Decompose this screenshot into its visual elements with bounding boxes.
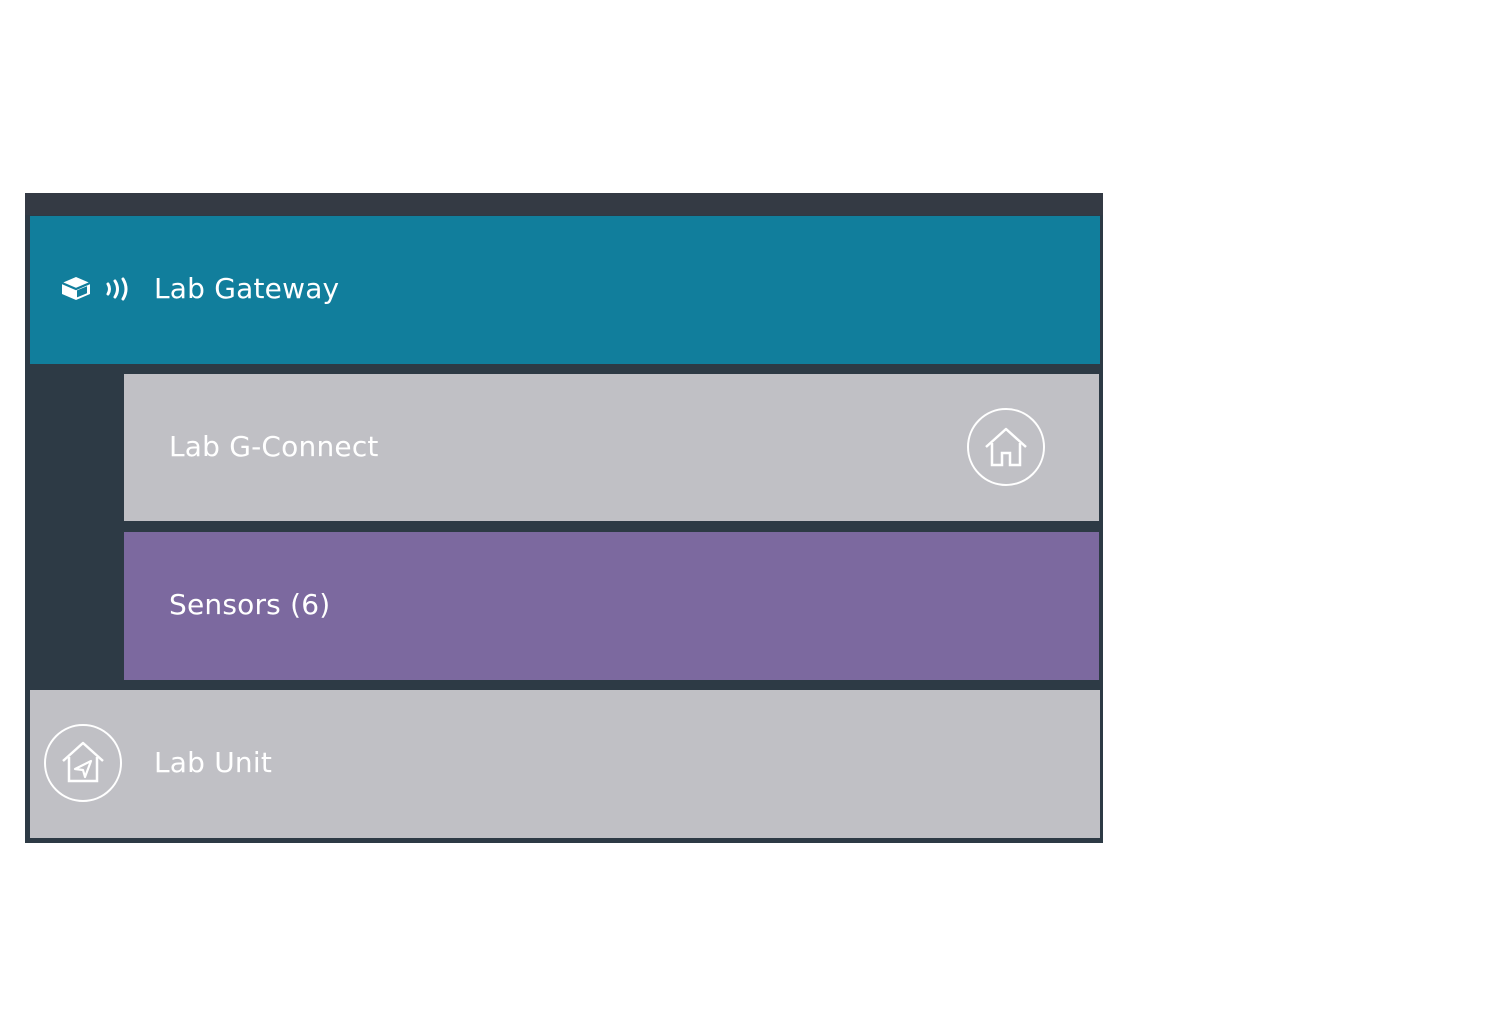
home-location-icon[interactable] bbox=[44, 724, 122, 802]
gconnect-label: Lab G-Connect bbox=[169, 430, 379, 463]
gconnect-row[interactable]: Lab G-Connect bbox=[124, 374, 1099, 521]
gateway-row[interactable]: Lab Gateway bbox=[30, 216, 1100, 364]
unit-label: Lab Unit bbox=[154, 746, 273, 779]
home-icon[interactable] bbox=[967, 408, 1045, 486]
gateway-icons bbox=[58, 274, 132, 309]
sensors-label: Sensors (6) bbox=[169, 588, 331, 621]
unit-row[interactable]: Lab Unit bbox=[30, 690, 1100, 838]
signal-waves-icon bbox=[104, 275, 132, 308]
device-tree-panel: Lab Gateway Lab G-Connect Sensors (6) La… bbox=[25, 193, 1103, 843]
hub-box-icon bbox=[58, 274, 94, 309]
gateway-label: Lab Gateway bbox=[154, 272, 340, 305]
sensors-row[interactable]: Sensors (6) bbox=[124, 532, 1099, 680]
